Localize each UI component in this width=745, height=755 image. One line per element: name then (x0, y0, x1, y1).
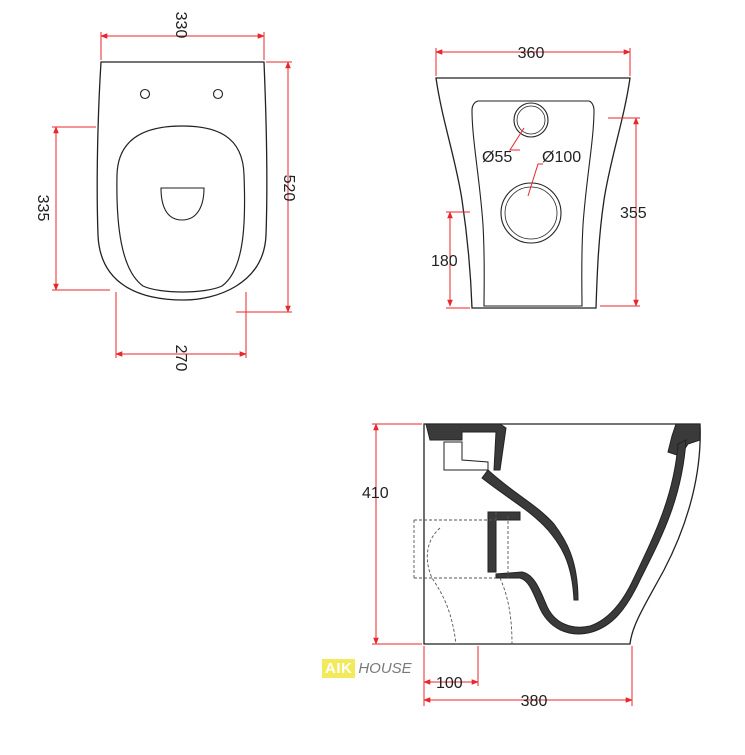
seat-hinge-hole-right (212, 88, 224, 100)
trap-section (481, 469, 579, 601)
dim-label-410: 410 (362, 485, 389, 502)
rear-small-hole (513, 102, 549, 138)
leader-100 (527, 163, 543, 197)
bowl-opening (116, 125, 246, 293)
rear-view: 360 Ø55 Ø100 355 180 (431, 45, 647, 309)
seat-hinge-hole-left (139, 88, 151, 100)
dim-label-180: 180 (431, 253, 458, 270)
dim-label-330: 330 (172, 12, 189, 39)
rim-left-section (425, 423, 507, 471)
side-outline (423, 423, 701, 645)
bowl-back-section (495, 439, 687, 635)
dim-label-100: 100 (436, 675, 463, 692)
dim-label-270: 270 (172, 345, 189, 372)
hidden-outlet-lines (413, 512, 513, 645)
inlet-spud (443, 441, 489, 471)
dim-label-360: 360 (518, 45, 545, 62)
brand-logo: AIK HOUSE (322, 658, 412, 678)
rear-outline (435, 77, 631, 309)
bowl-water-hole (160, 187, 205, 221)
dim-label-55: Ø55 (482, 149, 512, 166)
dim-label-335: 335 (34, 195, 51, 222)
outlet-horn (487, 511, 521, 573)
rear-recess (471, 100, 595, 307)
dim-label-100: Ø100 (542, 149, 581, 166)
rear-large-hole (500, 182, 562, 244)
top-view: 330 520 335 270 (34, 12, 297, 372)
brand-logo-house: HOUSE (358, 659, 412, 677)
dim-label-380: 380 (521, 693, 548, 710)
dim-label-520: 520 (280, 175, 297, 202)
leader-55 (509, 127, 525, 151)
side-view: 410 100 380 (362, 423, 701, 710)
brand-logo-aik: AIK (322, 658, 356, 678)
dim-label-355: 355 (620, 205, 647, 222)
bowl-outline (96, 61, 268, 301)
